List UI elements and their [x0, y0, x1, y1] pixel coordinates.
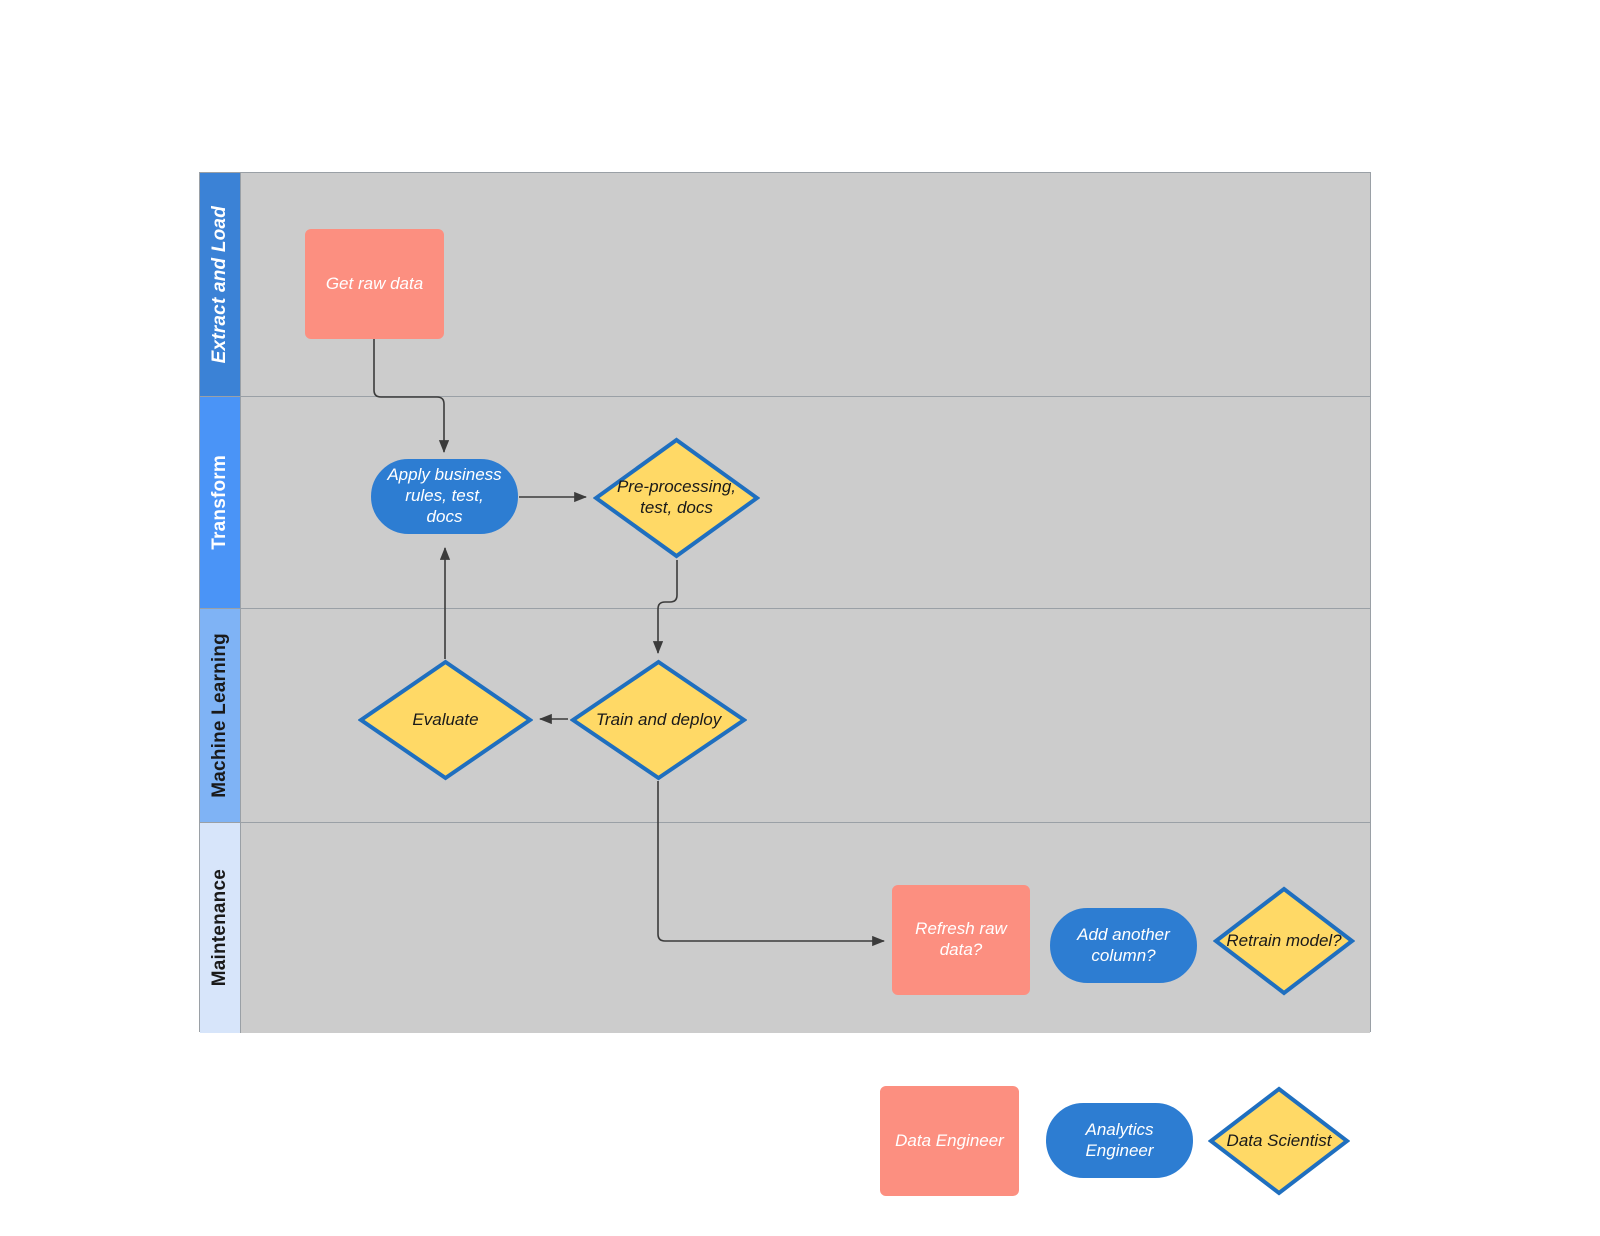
node-apply-business-rules[interactable]: Apply business rules, test, docs [371, 459, 518, 534]
node-refresh-raw-data[interactable]: Refresh raw data? [892, 885, 1030, 995]
node-label-train-and-deploy: Train and deploy [595, 709, 722, 729]
node-label-apply-business-rules: Apply business rules, test, docs [387, 465, 502, 526]
lane-label-maintenance: Maintenance [209, 869, 230, 987]
node-add-another-column[interactable]: Add another column? [1050, 908, 1197, 983]
diamond-shape-train-and-deploy [570, 659, 747, 781]
node-get-raw-data[interactable]: Get raw data [305, 229, 444, 339]
node-evaluate[interactable]: Evaluate [358, 659, 533, 781]
lane-header-machine-learning[interactable]: Machine Learning [200, 609, 241, 822]
diamond-shape-data-scientist [1208, 1086, 1350, 1196]
node-label-refresh-raw-data: Refresh raw data? [915, 919, 1007, 959]
legend-label-analytics-engineer: Analytics Engineer [1085, 1119, 1154, 1160]
lane-header-maintenance[interactable]: Maintenance [200, 823, 241, 1033]
legend: Data Engineer Analytics Engineer Data Sc… [875, 1078, 1375, 1203]
legend-label-data-engineer: Data Engineer [895, 1130, 1004, 1150]
lane-header-extract-and-load[interactable]: Extract and Load [200, 173, 241, 396]
legend-item-analytics-engineer[interactable]: Analytics Engineer [1046, 1103, 1193, 1178]
diamond-shape-evaluate [358, 659, 533, 781]
lane-body-maintenance [241, 823, 1370, 1033]
legend-item-data-scientist[interactable]: Data Scientist [1208, 1086, 1350, 1196]
lane-label-extract-and-load: Extract and Load [209, 205, 230, 364]
lane-header-transform[interactable]: Transform [200, 397, 241, 608]
diamond-shape-retrain-model [1213, 886, 1355, 996]
legend-item-data-engineer[interactable]: Data Engineer [880, 1086, 1019, 1196]
node-label-retrain-model: Retrain model? [1226, 930, 1342, 950]
node-train-and-deploy[interactable]: Train and deploy [570, 659, 747, 781]
node-label-evaluate: Evaluate [412, 709, 479, 729]
lane-label-transform: Transform [209, 455, 230, 550]
diamond-shape-pre-processing [593, 437, 760, 559]
lane-label-machine-learning: Machine Learning [209, 633, 230, 798]
node-pre-processing[interactable]: Pre-processing, test, docs [593, 437, 760, 559]
node-label-pre-processing: Pre-processing, test, docs [616, 477, 737, 517]
legend-label-data-scientist: Data Scientist [1226, 1130, 1332, 1150]
node-label-get-raw-data: Get raw data [325, 273, 424, 293]
node-label-add-another-column: Add another column? [1077, 924, 1170, 965]
node-retrain-model[interactable]: Retrain model? [1213, 886, 1355, 996]
